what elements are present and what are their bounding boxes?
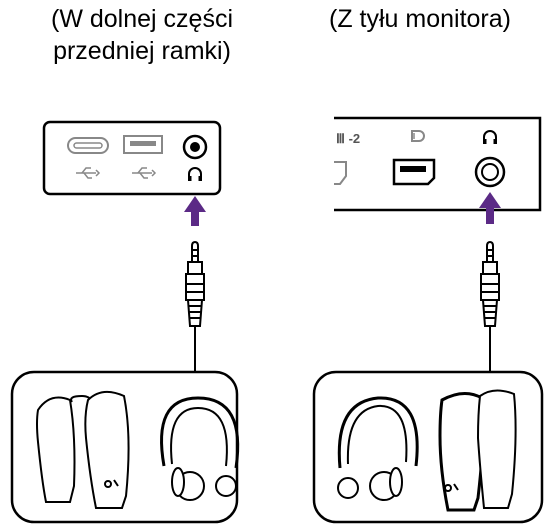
headphone-jack-left [182,134,208,160]
headphones-icon [337,396,419,501]
headphone-jack-right [474,156,506,188]
arrow-up-left-icon [184,196,206,226]
caption-right: (Z tyłu monitora) [300,3,540,35]
caption-right-line1: (Z tyłu monitora) [329,5,511,33]
headphone-icon [483,130,497,144]
audio-plug-left [185,240,205,372]
caption-left-line2: przedniej ramki) [53,37,231,65]
caption-left: (W dolnej części przedniej ramki) [22,3,262,67]
usb-icon [132,167,157,179]
headphones-icon [160,396,240,501]
speaker-icon [438,389,517,512]
usb-icon [76,167,101,179]
right-port-panel: Ⅲ -2 [334,116,542,212]
speaker-icon [36,390,130,509]
audio-plug-right [480,240,500,372]
displayport-icon [411,130,425,142]
audio-devices-box-left [10,370,240,524]
usb-a-port [123,135,163,154]
displayport-port [392,158,436,186]
audio-devices-box-right [312,370,544,524]
usb-c-port [67,137,109,154]
caption-left-line1: (W dolnej części [51,5,233,33]
left-port-panel [42,120,222,196]
port-label-hdmi: Ⅲ -2 [336,131,360,146]
arrow-up-right-icon [479,192,501,224]
headphone-icon [188,167,202,181]
